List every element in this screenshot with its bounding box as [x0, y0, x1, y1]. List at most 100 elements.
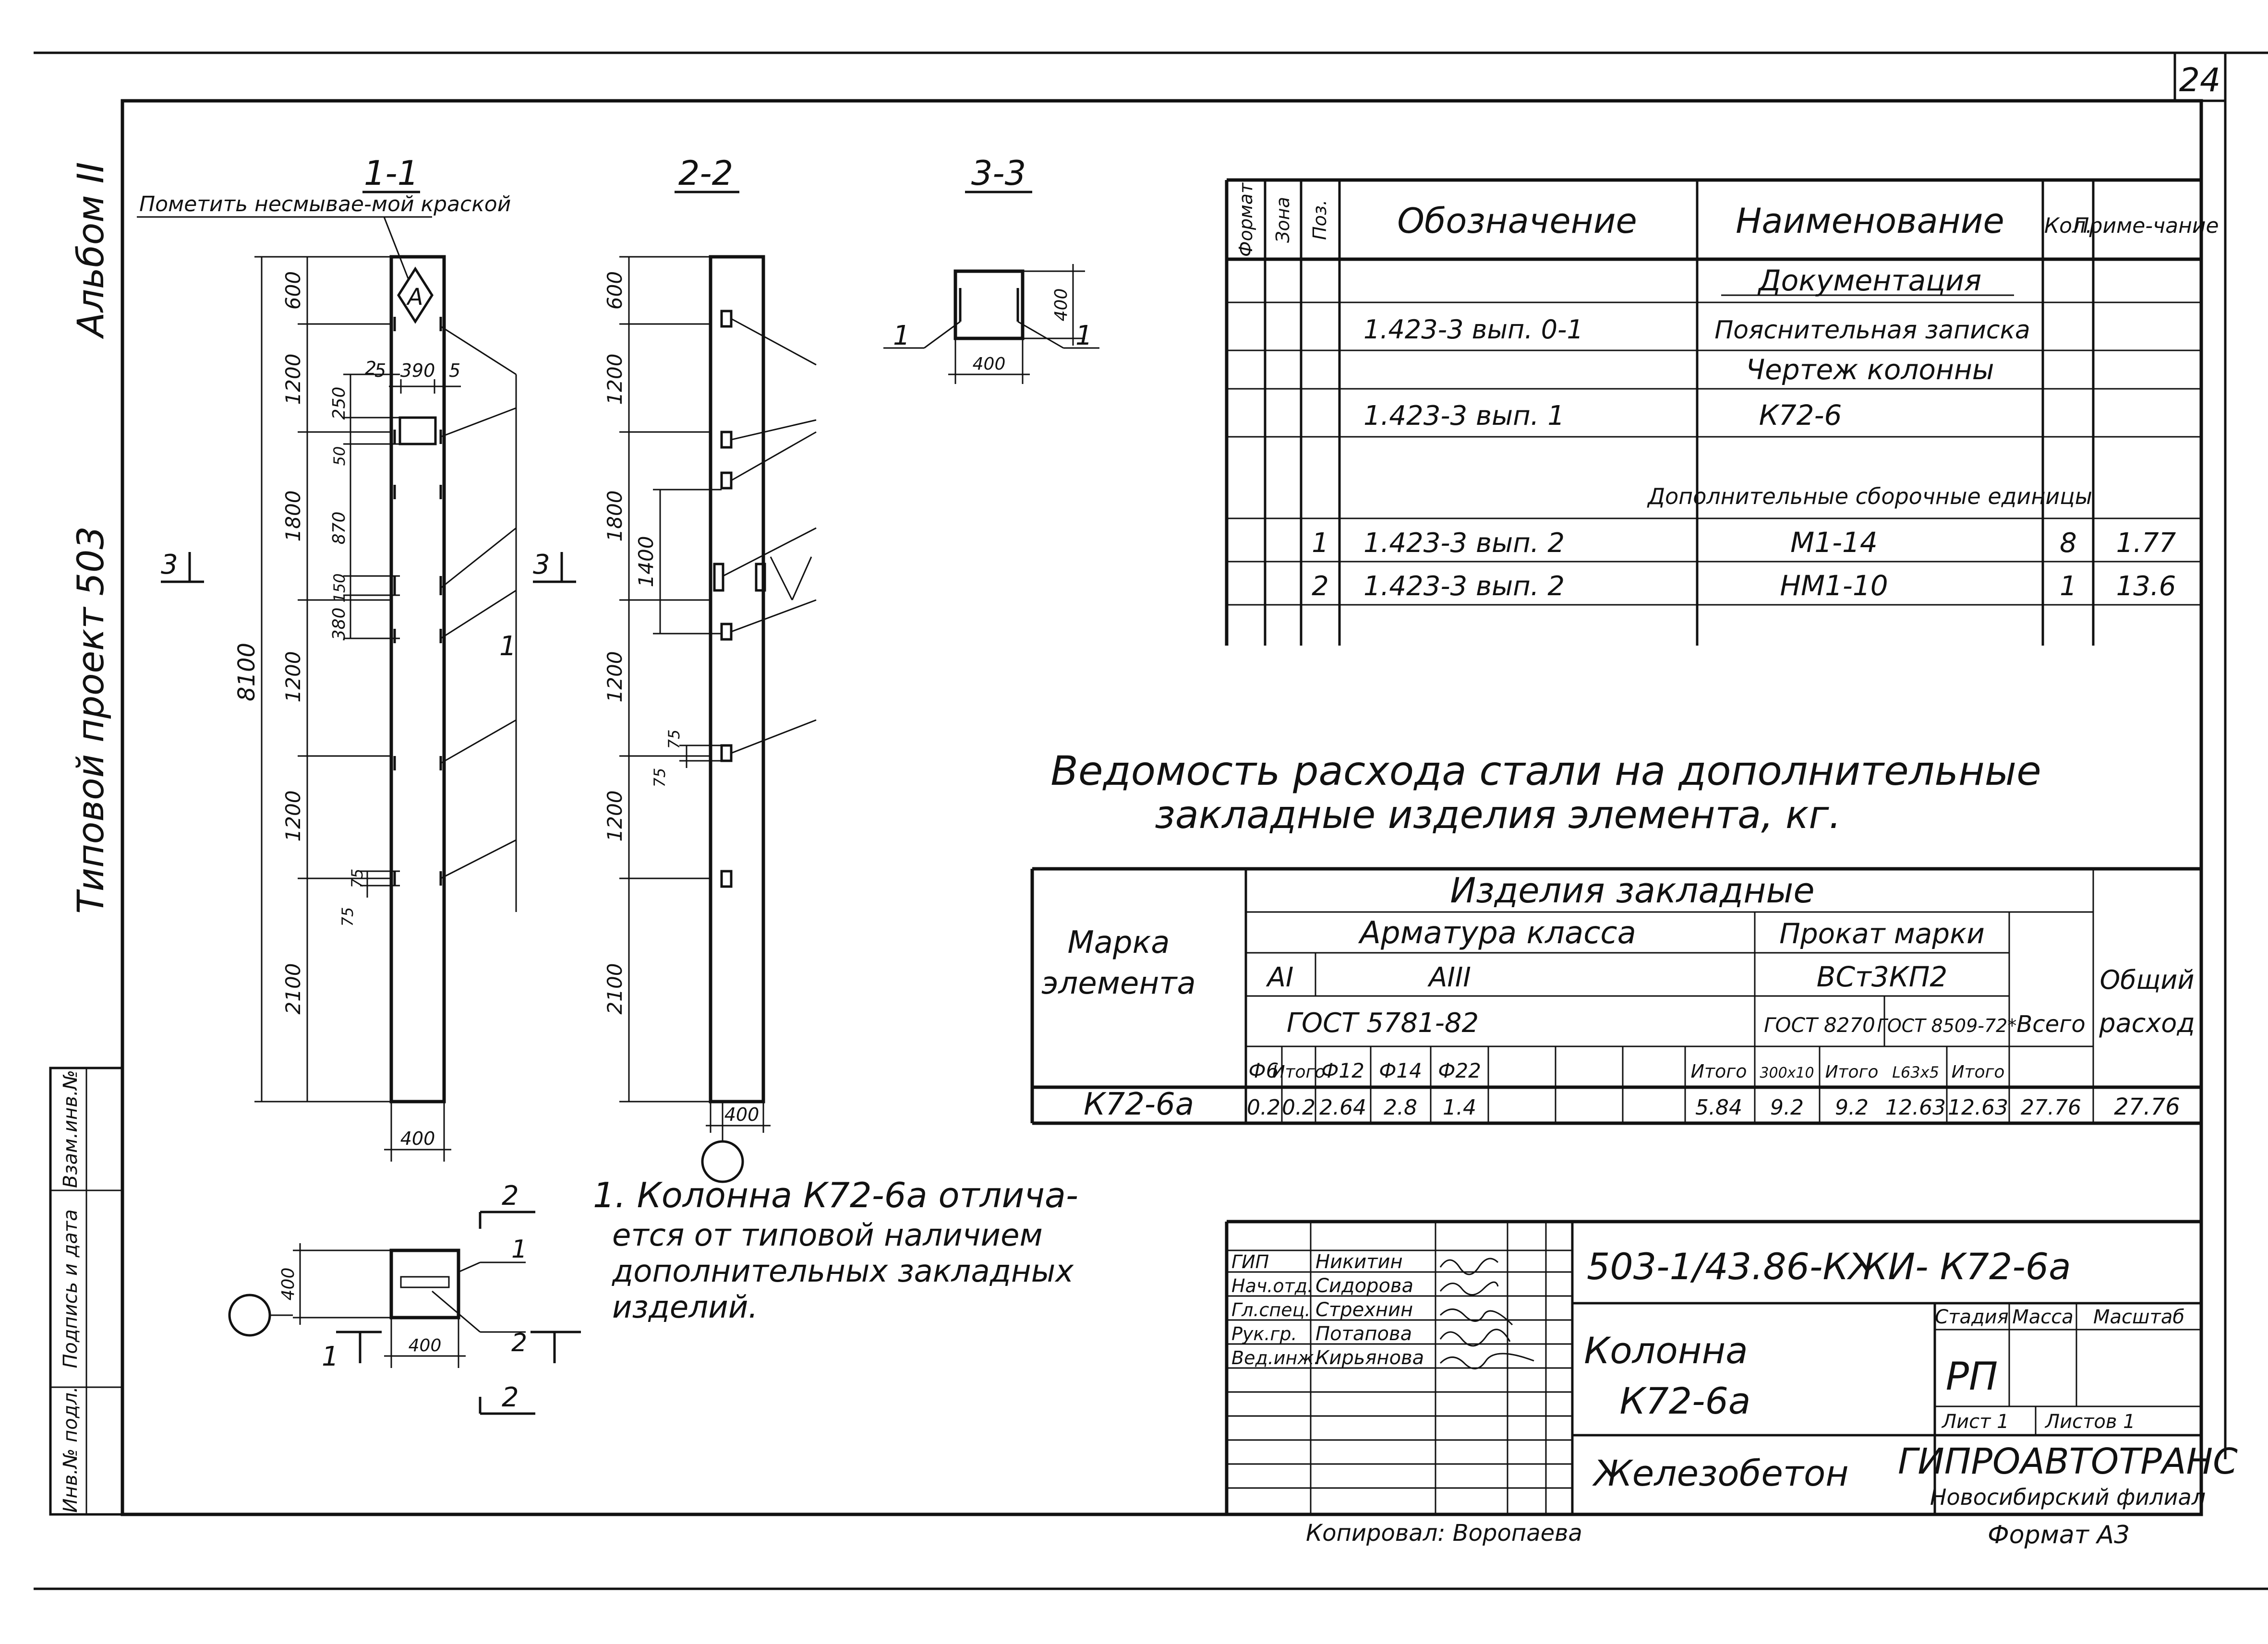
steel-grid — [1030, 867, 2201, 1125]
name-5: Кирьянова — [1315, 1347, 1424, 1369]
plan-section-body — [389, 1248, 460, 1320]
scale-label: Масштаб — [2093, 1306, 2184, 1328]
pos1-label-1-1: 1 — [499, 631, 517, 662]
sheets-label: Листов 1 — [2044, 1411, 2135, 1433]
spec-header-qty: Кол. — [2044, 214, 2092, 238]
steel-header-rolled: Прокат марки — [1779, 917, 1985, 950]
name-3: Стрехнин — [1315, 1299, 1413, 1321]
pos1-leaders-1-1 — [440, 325, 517, 912]
dim-1-1-380: 380 — [329, 608, 349, 641]
steel-header-mark-1: Марка — [1068, 925, 1170, 960]
plan-pos1: 1 — [511, 1235, 527, 1264]
section-3-3-body — [953, 269, 1025, 340]
spec-header-zone: Зона — [1272, 197, 1293, 243]
section-2-2-label: 2-2 — [678, 154, 733, 193]
steel-header-gost-rebar: ГОСТ 5781-82 — [1287, 1008, 1479, 1039]
spec-row-7-pos: 2 — [1312, 571, 1329, 602]
side-stamp-replace: Взам.инв.№ — [60, 1070, 82, 1188]
role-3: Гл.спец. — [1231, 1299, 1311, 1320]
axis-bubble-plan — [228, 1294, 271, 1337]
stage-label: Стадия — [1935, 1306, 2008, 1328]
spec-row-4-name: К72-6 — [1759, 399, 1842, 432]
dim-2-2-1200c: 1200 — [603, 791, 627, 842]
spec-row-5-name: Дополнительные сборочные единицы — [1647, 483, 2092, 509]
page-number: 24 — [2179, 61, 2221, 99]
dim-1-1-w390: 390 — [400, 360, 435, 381]
spec-row-2-name: Пояснительная записка — [1714, 316, 2030, 345]
name-2: Сидорова — [1315, 1275, 1413, 1297]
steel-title-line-1: Ведомость расхода стали на дополнительны… — [1050, 747, 2041, 794]
steel-sub-12: Итого — [1952, 1062, 2005, 1082]
dim-2-2-75b: 75 — [651, 768, 669, 788]
steel-val-2: 0.2 — [1282, 1095, 1315, 1120]
dim-1-1-w400: 400 — [400, 1128, 435, 1149]
section-3-3-plates — [959, 288, 1019, 322]
view-arrow-label-middle: 3 — [533, 549, 550, 580]
project-label: Типовой проект 503 — [69, 526, 112, 913]
dim-2-2-75a: 75 — [665, 730, 683, 749]
steel-sub-8: Итого — [1690, 1061, 1747, 1082]
name-4: Потапова — [1315, 1323, 1412, 1345]
column-1-1-body — [389, 255, 446, 1104]
steel-header-gost8270: ГОСТ 8270 — [1764, 1013, 1875, 1037]
spec-header-name: Наименование — [1736, 201, 2004, 241]
dim-1-1-75a: 75 — [348, 869, 366, 888]
paint-note-line: Пометить несмывае-мой краской — [139, 192, 511, 216]
sheet-label: Лист 1 — [1941, 1411, 2009, 1433]
org-name: ГИПРОАВТОТРАНС — [1898, 1441, 2238, 1482]
steel-sub-5: Ф22 — [1438, 1059, 1481, 1082]
dim-1-1-1800: 1800 — [281, 491, 305, 542]
cut-label-2-bottom: 2 — [502, 1382, 519, 1413]
page-number-box — [2173, 51, 2227, 102]
note-line-4: изделий. — [612, 1290, 758, 1325]
signature-scribbles — [1439, 1258, 1534, 1369]
spec-row-4-designation: 1.423-3 вып. 1 — [1363, 400, 1565, 432]
inner-dims-1-1 — [343, 373, 461, 898]
plan-dim-w400: 400 — [409, 1336, 442, 1356]
spec-row-3-name: Чертеж колонны — [1746, 353, 1994, 386]
spec-table: Формат Зона Поз. Обозначение Наименовани… — [1225, 178, 2219, 646]
dim-1-1-2100: 2100 — [281, 963, 305, 1015]
column-2-2-body — [709, 255, 765, 1104]
title-block-grid — [1225, 1220, 2201, 1514]
side-stamp-sign: Подпись и дата — [60, 1209, 82, 1368]
material: Железобетон — [1592, 1453, 1849, 1494]
dim-2-2-w400: 400 — [724, 1104, 760, 1125]
album-label: Альбом II — [69, 162, 112, 339]
plate-nm1 — [398, 416, 437, 445]
spec-row-7-designation: 1.423-3 вып. 2 — [1363, 571, 1565, 602]
dim-2-2-600: 600 — [603, 271, 627, 310]
dim-1-1-50: 50 — [330, 446, 349, 466]
steel-table: Марка элемента Изделия закладные Арматур… — [1030, 867, 2201, 1125]
steel-header-ai: АI — [1266, 962, 1294, 993]
dim-1-1-250: 250 — [329, 387, 349, 420]
spec-row-6-pos: 1 — [1312, 528, 1329, 559]
dim-3-3-w400: 400 — [973, 354, 1006, 374]
spec-grid — [1225, 178, 2201, 646]
steel-header-vst: ВСт3КП2 — [1817, 960, 1948, 993]
view-arrow-label-left: 3 — [161, 549, 178, 580]
dim-1-1-1200c: 1200 — [281, 791, 305, 842]
spec-header-pos: Поз. — [1309, 200, 1330, 240]
dim-2-2-2100: 2100 — [603, 963, 627, 1015]
dims-3-3 — [883, 264, 1099, 384]
dim-chain-2-2 — [619, 256, 722, 1103]
cut-label-1: 1 — [322, 1341, 339, 1372]
note-line-1: 1. Колонна К72-6а отлича- — [593, 1175, 1078, 1215]
steel-header-aiii: АIII — [1427, 962, 1471, 993]
steel-header-gost8509: ГОСТ 8509-72* — [1877, 1015, 2017, 1036]
dim-2-2-1200a: 1200 — [603, 354, 627, 405]
name-1: Никитин — [1315, 1251, 1403, 1273]
steel-val-8: 5.84 — [1695, 1095, 1742, 1120]
stage-value: РП — [1946, 1354, 1998, 1399]
footer-format: Формат А3 — [1988, 1521, 2130, 1549]
pos1b-label-3-3: 1 — [1075, 320, 1093, 351]
plan-pos2: 2 — [511, 1329, 527, 1357]
steel-val-3: 2.64 — [1319, 1095, 1366, 1120]
steel-val-5: 1.4 — [1443, 1095, 1476, 1120]
steel-title-line-2: закладные изделия элемента, кг. — [1155, 792, 1841, 837]
dim-2-2-1400: 1400 — [634, 536, 658, 588]
spec-row-7-qty: 1 — [2060, 571, 2077, 602]
spec-row-6-note: 1.77 — [2116, 528, 2176, 559]
